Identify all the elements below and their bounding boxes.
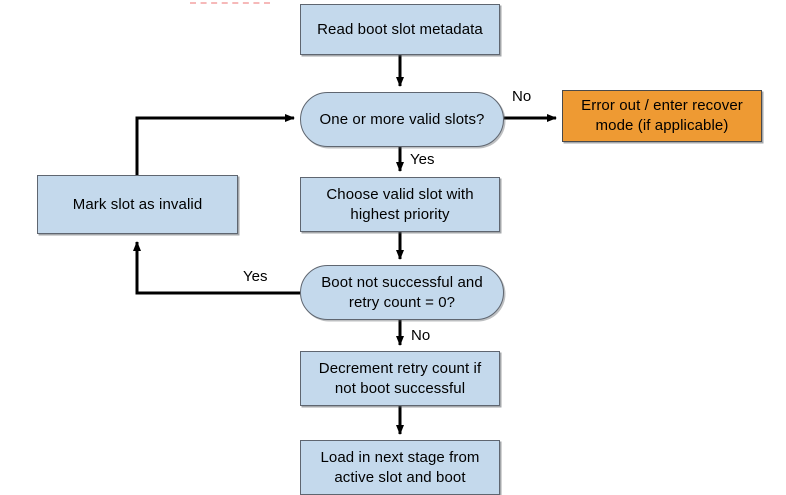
node-label: Load in next stage from active slot and … [320,448,480,486]
node-decrement-retry-count[interactable]: Decrement retry count if not boot succes… [300,351,500,406]
edge-label-no-retry-remaining: No [411,327,431,344]
node-label: Decrement retry count if not boot succes… [318,359,482,397]
node-mark-slot-as-invalid[interactable]: Mark slot as invalid [37,175,238,234]
node-label: Error out / enter recover mode (if appli… [581,97,743,134]
node-label: Choose valid slot with highest priority [326,185,474,223]
node-choose-valid-slot-highest-priority[interactable]: Choose valid slot with highest priority [300,177,500,232]
node-label: Boot not successful and retry count = 0? [321,273,483,311]
edge-label-no-valid-slots: No [512,88,532,105]
node-label: Read boot slot metadata [317,20,483,38]
node-error-out-enter-recover-mode[interactable]: Error out / enter recover mode (if appli… [562,90,762,142]
node-label: Mark slot as invalid [72,195,203,213]
edge-label-yes-retry-exhausted: Yes [243,268,268,285]
edge-mark-invalid-to-valid-slots [135,114,295,175]
node-load-next-stage-active-slot[interactable]: Load in next stage from active slot and … [300,440,500,495]
edge-label-yes-valid-slots: Yes [410,151,435,168]
edge-boot-check-to-mark-invalid [133,241,300,295]
node-read-boot-slot-metadata[interactable]: Read boot slot metadata [300,4,500,55]
node-boot-not-successful-retry-zero[interactable]: Boot not successful and retry count = 0? [300,265,504,320]
node-label: One or more valid slots? [319,110,485,128]
node-one-or-more-valid-slots[interactable]: One or more valid slots? [300,92,504,147]
red-dashed-marker-line [190,2,270,4]
